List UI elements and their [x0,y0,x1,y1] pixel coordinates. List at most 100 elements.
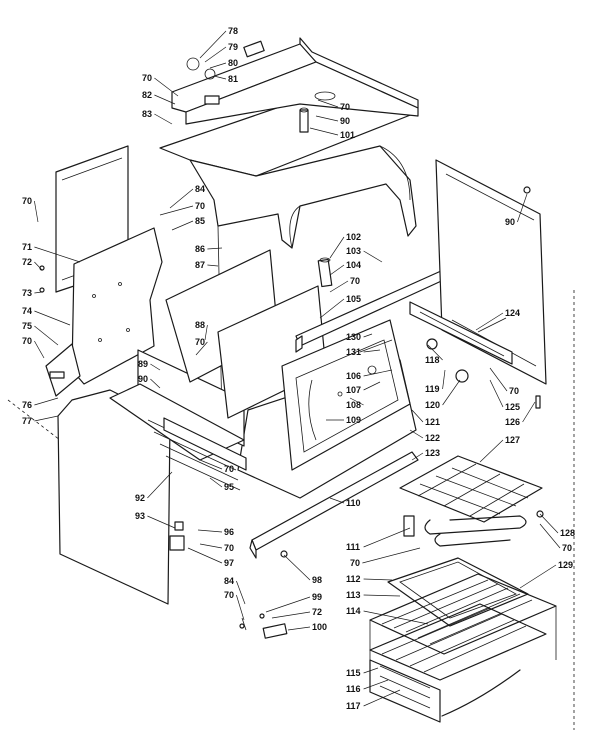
leader-line-c82 [154,94,176,105]
leader-line-c70j [199,543,223,549]
callout-c127: 127 [505,435,520,445]
leader-line-c99 [265,596,311,613]
leader-line-c115 [363,667,379,674]
broil-element-bracket [409,301,513,365]
callout-c77: 77 [22,416,32,426]
callout-c109: 109 [346,415,361,425]
leader-line-c90b [150,378,161,389]
leader-line-c126 [522,401,536,423]
leader-line-c89 [150,363,161,371]
leader-line-c123 [411,452,424,461]
leader-line-c80 [209,62,227,69]
callout-c123: 123 [425,448,440,458]
lower-front-rail [249,451,419,559]
leader-line-c70f [195,341,208,356]
callout-c70e: 70 [22,336,32,346]
leader-line-c70d [159,205,194,216]
callout-c100: 100 [312,622,327,632]
leader-line-c108 [349,397,364,406]
leader-line-c90c [517,193,528,223]
callout-c80: 80 [228,58,238,68]
callout-c112: 112 [346,574,361,584]
leader-line-c72a [34,261,43,271]
callout-c70l: 70 [224,590,234,600]
callout-c125: 125 [505,402,520,412]
leader-line-c114 [363,610,429,625]
callout-c90b: 90 [138,374,148,384]
callout-c95: 95 [224,482,234,492]
callout-c89: 89 [138,359,148,369]
leader-line-c78 [199,30,227,59]
callout-c70d: 70 [195,201,205,211]
callout-c70h: 70 [509,386,519,396]
leader-line-c104 [329,264,345,276]
leader-line-c87 [207,264,219,267]
callout-c114: 114 [346,606,361,616]
leader-line-c84a [169,188,194,209]
callout-c102: 102 [346,232,361,242]
top-panel-assembly [159,37,419,177]
callout-c107: 107 [346,385,361,395]
leader-line-c70g [329,280,349,293]
bake-element [403,515,527,547]
leader-line-c70k [362,547,421,564]
callout-c90c: 90 [505,217,515,227]
leader-line-c125 [489,379,504,408]
callout-c83: 83 [142,109,152,119]
callout-c104: 104 [346,260,361,270]
callout-c86: 86 [195,244,205,254]
oven-rack [369,573,557,668]
leader-line-c70h [489,367,508,392]
callout-labels: 7879808170828370901017084708586877172737… [22,26,575,711]
callout-c84b: 84 [224,576,234,586]
leader-line-c97 [187,547,223,564]
callout-c85: 85 [195,216,205,226]
callout-c78: 78 [228,26,238,36]
leader-line-c70a [154,77,179,97]
leader-line-c113 [363,594,401,597]
callout-c119: 119 [425,384,440,394]
callout-c70j: 70 [224,543,234,553]
callout-c129: 129 [558,560,573,570]
callout-c70b: 70 [340,102,350,112]
callout-c124: 124 [505,308,520,318]
callout-c96: 96 [224,527,234,537]
reference-dashes [7,290,575,730]
callout-c113: 113 [346,590,361,600]
leader-line-c116 [363,679,389,690]
callout-c82: 82 [142,90,152,100]
callout-c92: 92 [135,493,145,503]
callout-c115: 115 [346,668,361,678]
leader-line-c96 [197,529,223,533]
callout-c70c: 70 [22,196,32,206]
callout-c73: 73 [22,288,32,298]
leader-line-c130 [363,333,373,338]
leader-line-c131 [363,349,381,353]
callout-c116: 116 [346,684,361,694]
leader-line-c95 [209,477,223,488]
oven-door-frame [281,319,411,471]
broiler-drawer-assembly [109,349,247,551]
callout-c70g: 70 [350,276,360,286]
leader-line-c74 [34,310,71,326]
leader-line-c92 [147,471,173,499]
leader-line-c75 [34,325,59,346]
callout-c110: 110 [346,498,361,508]
leader-lines [34,30,561,707]
leader-line-c76 [34,397,59,406]
callout-c70k: 70 [350,558,360,568]
callout-c111: 111 [346,542,360,552]
callout-c122: 122 [425,433,440,443]
leader-line-c117 [363,689,401,707]
small-hardware [39,186,544,639]
leader-line-c124 [475,312,504,331]
callout-c71: 71 [22,242,32,252]
leader-line-c105 [319,298,345,319]
leader-line-c129 [519,564,557,589]
leader-line-c84b [236,580,246,605]
callout-c93: 93 [135,511,145,521]
leader-line-c70i [199,459,223,470]
callout-c106: 106 [346,371,361,381]
callout-c121: 121 [425,417,440,427]
